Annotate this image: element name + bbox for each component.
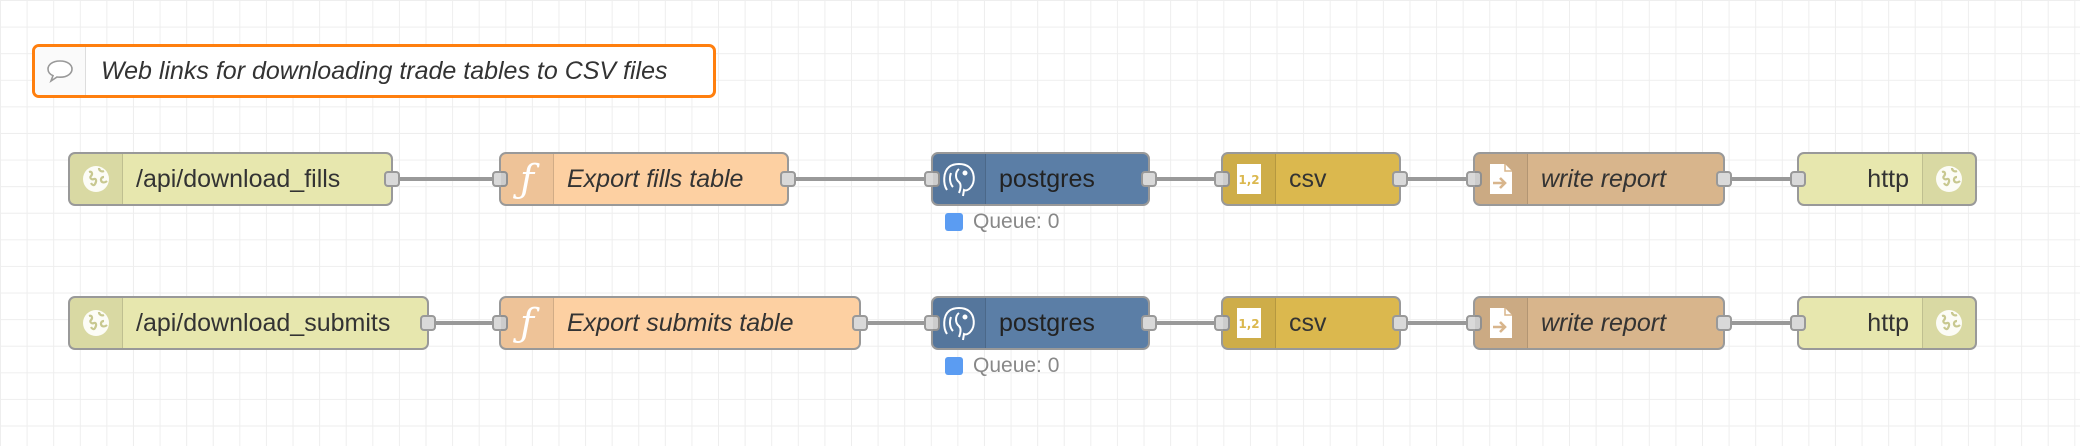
output-port[interactable] bbox=[1141, 315, 1157, 331]
http-response-node-fills[interactable]: http bbox=[1790, 152, 1977, 206]
output-port[interactable] bbox=[1716, 171, 1732, 187]
file-out-icon bbox=[1475, 154, 1528, 204]
status-text: Queue: 0 bbox=[973, 210, 1060, 233]
input-port[interactable] bbox=[1466, 171, 1482, 187]
output-port[interactable] bbox=[384, 171, 400, 187]
output-port[interactable] bbox=[1716, 315, 1732, 331]
node-label: csv bbox=[1289, 164, 1327, 193]
node-status: Queue: 0 bbox=[945, 354, 1059, 378]
csv-node-fills[interactable]: 1,2 csv bbox=[1214, 152, 1408, 206]
csv-icon: 1,2 bbox=[1223, 298, 1276, 348]
output-port[interactable] bbox=[780, 171, 796, 187]
node-label: http bbox=[1867, 164, 1909, 193]
svg-text:1,2: 1,2 bbox=[1238, 317, 1259, 331]
globe-icon bbox=[70, 154, 123, 204]
function-icon: ƒ bbox=[501, 298, 554, 348]
node-label: postgres bbox=[999, 308, 1095, 337]
status-dot bbox=[945, 213, 963, 231]
input-port[interactable] bbox=[492, 171, 508, 187]
node-label: /api/download_fills bbox=[136, 164, 341, 193]
http-response-node-submits[interactable]: http bbox=[1790, 296, 1977, 350]
csv-icon: 1,2 bbox=[1223, 154, 1276, 204]
csv-node-submits[interactable]: 1,2 csv bbox=[1214, 296, 1408, 350]
output-port[interactable] bbox=[420, 315, 436, 331]
output-port[interactable] bbox=[852, 315, 868, 331]
postgres-node-fills[interactable]: postgres bbox=[924, 152, 1157, 206]
speech-bubble-icon bbox=[35, 47, 86, 95]
http-in-node-submits[interactable]: /api/download_submits bbox=[68, 296, 436, 350]
node-label: Export submits table bbox=[567, 308, 794, 337]
elephant-icon bbox=[933, 298, 986, 348]
status-text: Queue: 0 bbox=[973, 354, 1060, 377]
comment-text: Web links for downloading trade tables t… bbox=[101, 56, 668, 85]
comment-node[interactable]: Web links for downloading trade tables t… bbox=[32, 44, 716, 98]
globe-icon bbox=[1922, 154, 1975, 204]
write-file-node-fills[interactable]: write report bbox=[1466, 152, 1732, 206]
input-port[interactable] bbox=[492, 315, 508, 331]
output-port[interactable] bbox=[1392, 315, 1408, 331]
node-label: csv bbox=[1289, 308, 1327, 337]
node-status: Queue: 0 bbox=[945, 210, 1059, 234]
globe-icon bbox=[70, 298, 123, 348]
node-label: http bbox=[1867, 308, 1909, 337]
input-port[interactable] bbox=[1214, 171, 1230, 187]
status-dot bbox=[945, 357, 963, 375]
function-icon: ƒ bbox=[501, 154, 554, 204]
function-node-submits[interactable]: ƒ Export submits table bbox=[492, 296, 868, 350]
elephant-icon bbox=[933, 154, 986, 204]
output-port[interactable] bbox=[1392, 171, 1408, 187]
input-port[interactable] bbox=[924, 315, 940, 331]
node-label: write report bbox=[1541, 308, 1667, 337]
input-port[interactable] bbox=[1790, 315, 1806, 331]
write-file-node-submits[interactable]: write report bbox=[1466, 296, 1732, 350]
http-in-node-fills[interactable]: /api/download_fills bbox=[68, 152, 400, 206]
postgres-node-submits[interactable]: postgres bbox=[924, 296, 1157, 350]
output-port[interactable] bbox=[1141, 171, 1157, 187]
node-label: write report bbox=[1541, 164, 1667, 193]
file-out-icon bbox=[1475, 298, 1528, 348]
node-label: /api/download_submits bbox=[136, 308, 391, 337]
input-port[interactable] bbox=[1790, 171, 1806, 187]
node-label: Export fills table bbox=[567, 164, 744, 193]
input-port[interactable] bbox=[1466, 315, 1482, 331]
svg-text:1,2: 1,2 bbox=[1238, 173, 1259, 187]
node-label: postgres bbox=[999, 164, 1095, 193]
globe-icon bbox=[1922, 298, 1975, 348]
input-port[interactable] bbox=[924, 171, 940, 187]
function-node-fills[interactable]: ƒ Export fills table bbox=[492, 152, 796, 206]
input-port[interactable] bbox=[1214, 315, 1230, 331]
